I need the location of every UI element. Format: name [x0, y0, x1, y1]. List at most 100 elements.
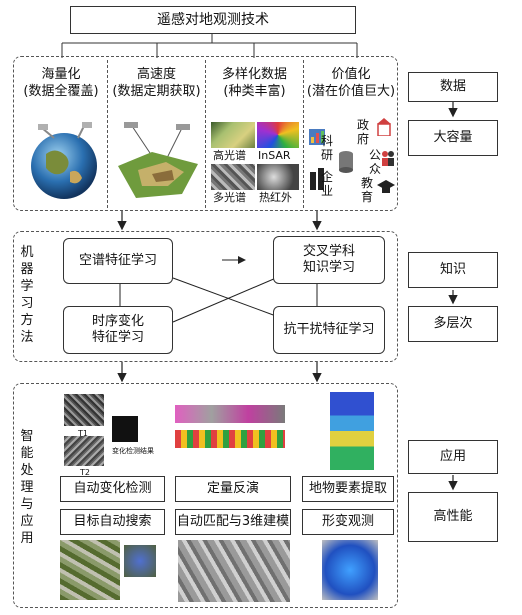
t1-image: [64, 394, 104, 426]
t1-label: T1: [78, 429, 88, 438]
quantitative-inversion-image: [175, 405, 285, 423]
box-label: 知识学习: [302, 260, 355, 275]
column-title: 多样化数据: [221, 67, 287, 82]
column-subtitle: (潜在价值巨大): [306, 84, 396, 99]
column-subtitle: (数据全覆盖): [23, 84, 99, 99]
box-label: 时序变化: [91, 314, 144, 329]
application-section: [13, 383, 398, 608]
column-header-diversity: 多样化数据 (种类丰富): [206, 66, 303, 100]
box-label: 目标自动搜索: [73, 514, 152, 529]
box-label: 特征学习: [91, 330, 144, 345]
data-section: [13, 56, 398, 211]
box-label: 高性能: [433, 509, 473, 524]
temporal-change-learning-box: 时序变化 特征学习: [63, 306, 173, 354]
government-label: 政 府: [356, 118, 370, 146]
application-side-label: 智 能 处 理 与 应 用: [18, 428, 36, 547]
target-search-detail-image: [124, 545, 156, 577]
earth-globe-image: [31, 122, 97, 199]
label-char: 智: [20, 429, 34, 444]
label-char: 业: [320, 184, 333, 198]
label-char: 众: [368, 162, 381, 176]
target-search-aerial-image: [60, 540, 120, 600]
auto-matching-3d-modeling-box: 自动匹配与3维建模: [175, 509, 291, 535]
government-building-icon: [377, 118, 391, 136]
label-char: 政: [356, 118, 369, 132]
box-label: 地物要素提取: [308, 481, 387, 496]
feature-extraction-box: 地物要素提取: [302, 476, 394, 502]
label-char: 器: [20, 262, 34, 277]
label-char: 科: [320, 134, 333, 148]
multispectral-label: 多光谱: [213, 191, 246, 204]
column-title: 海量化: [41, 67, 81, 82]
anti-interference-learning-box: 抗干扰特征学习: [273, 306, 385, 354]
research-label: 科 研: [320, 134, 334, 162]
label-char: 理: [20, 480, 34, 495]
box-label: 交叉学科: [302, 244, 355, 259]
box-label: 自动匹配与3维建模: [176, 514, 290, 529]
deformation-observation-box: 形变观测: [302, 509, 394, 535]
ml-side-label: 机 器 学 习 方 法: [18, 244, 36, 346]
multispectral-thumbnail: [211, 164, 255, 190]
title-box: 遥感对地观测技术: [70, 6, 356, 34]
public-label: 公 众: [368, 148, 382, 176]
ml-section: [13, 231, 398, 362]
hyperspectral-label: 高光谱: [213, 149, 246, 162]
insar-thumbnail: [257, 122, 299, 148]
knowledge-label-box: 知识: [408, 252, 498, 288]
change-result-image: [112, 416, 138, 442]
education-label: 教 育: [360, 176, 374, 204]
column-header-massive: 海量化 (数据全覆盖): [16, 66, 106, 100]
spatial-spectral-learning-box: 空谱特征学习: [63, 238, 173, 284]
label-char: 处: [20, 463, 34, 478]
column-title: 价值化: [331, 67, 371, 82]
cross-discipline-learning-box: 交叉学科 知识学习: [273, 236, 385, 284]
building-icon: [310, 168, 324, 190]
t2-image: [64, 436, 104, 466]
column-divider: [303, 60, 304, 208]
column-subtitle: (种类丰富): [223, 84, 286, 99]
quantitative-inversion-strip: [175, 430, 285, 448]
3d-city-model-image: [178, 540, 290, 602]
label-char: 企: [320, 170, 333, 184]
label-char: 机: [20, 245, 34, 260]
box-label: 自动变化检测: [73, 481, 152, 496]
label-char: 法: [20, 330, 34, 345]
column-subtitle: (数据定期获取): [112, 84, 201, 99]
people-icon: [382, 151, 394, 166]
label-char: 应: [20, 514, 34, 529]
target-auto-search-box: 目标自动搜索: [60, 509, 165, 535]
enterprise-label: 企 业: [320, 170, 334, 198]
title-text: 遥感对地观测技术: [157, 12, 269, 28]
label-char: 府: [356, 132, 369, 146]
auto-change-detection-box: 自动变化检测: [60, 476, 165, 502]
label-char: 与: [20, 497, 34, 512]
hyperspectral-thumbnail: [211, 122, 255, 148]
thermal-infrared-label: 热红外: [259, 191, 292, 204]
chart-icon: [309, 129, 325, 145]
t2-label: T2: [80, 468, 90, 477]
deformation-map-image: [322, 540, 378, 600]
label-char: 习: [20, 296, 34, 311]
large-capacity-box: 大容量: [408, 120, 498, 156]
box-label: 大容量: [433, 130, 473, 145]
box-label: 数据: [439, 79, 466, 94]
label-char: 公: [368, 148, 381, 162]
box-label: 定量反演: [206, 481, 259, 496]
feature-extraction-map: [330, 392, 374, 470]
change-result-label: 变化检测结果: [112, 447, 154, 455]
column-header-value: 价值化 (潜在价值巨大): [304, 66, 398, 100]
satellite-terrain-image: [118, 122, 198, 198]
multi-level-box: 多层次: [408, 306, 498, 342]
label-char: 用: [20, 531, 34, 546]
data-label-box: 数据: [408, 72, 498, 102]
box-label: 应用: [439, 449, 466, 464]
label-char: 学: [20, 279, 34, 294]
column-divider: [107, 60, 108, 208]
box-label: 空谱特征学习: [78, 253, 157, 268]
high-performance-box: 高性能: [408, 492, 498, 542]
thermal-infrared-thumbnail: [257, 164, 299, 190]
label-char: 教: [360, 176, 373, 190]
box-label: 多层次: [433, 316, 473, 331]
label-char: 能: [20, 446, 34, 461]
